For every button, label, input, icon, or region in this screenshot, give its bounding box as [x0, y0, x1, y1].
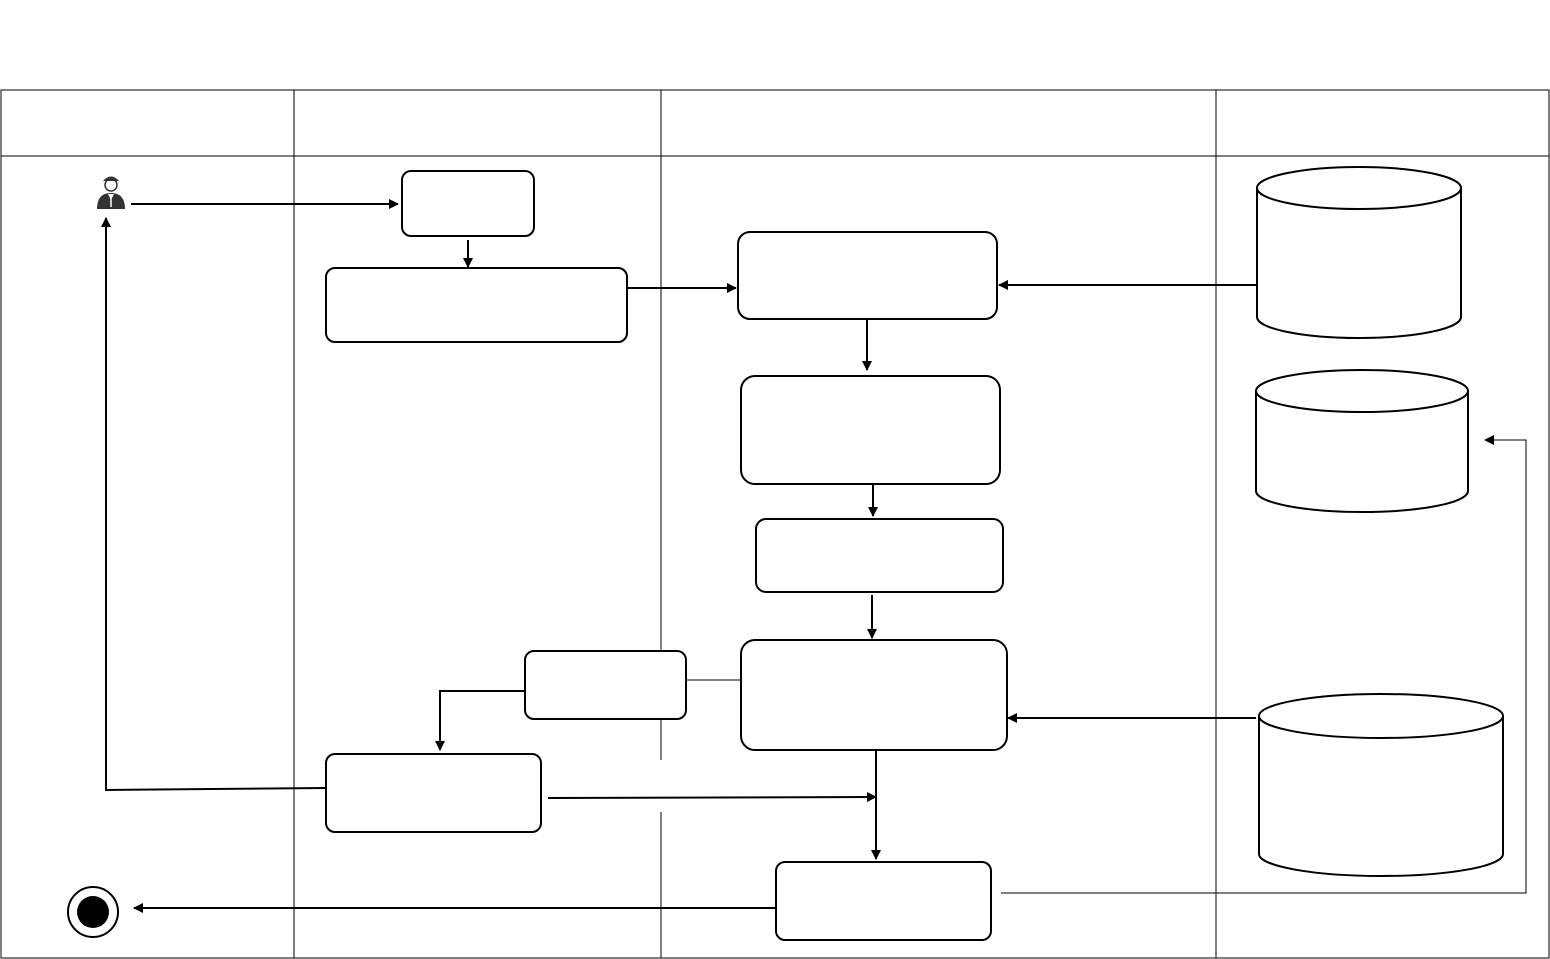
activity-box	[325, 753, 542, 833]
swimlane-frame	[0, 89, 1550, 959]
activity-box	[740, 375, 1001, 485]
user-icon	[97, 176, 125, 209]
end-node-icon	[67, 886, 119, 938]
database-icon	[1258, 693, 1504, 877]
database-icon	[1255, 369, 1469, 513]
flow-arrow	[1001, 435, 1527, 894]
activity-box	[737, 231, 998, 320]
database-icon	[1256, 166, 1462, 339]
activity-box	[524, 650, 687, 720]
activity-box	[401, 170, 535, 237]
activity-box	[775, 861, 992, 941]
flow-arrow	[101, 217, 327, 792]
flow-arrow	[547, 792, 877, 803]
flow-arrow	[435, 690, 525, 751]
activity-box	[325, 267, 628, 343]
activity-box	[755, 518, 1004, 593]
activity-box	[740, 639, 1008, 751]
